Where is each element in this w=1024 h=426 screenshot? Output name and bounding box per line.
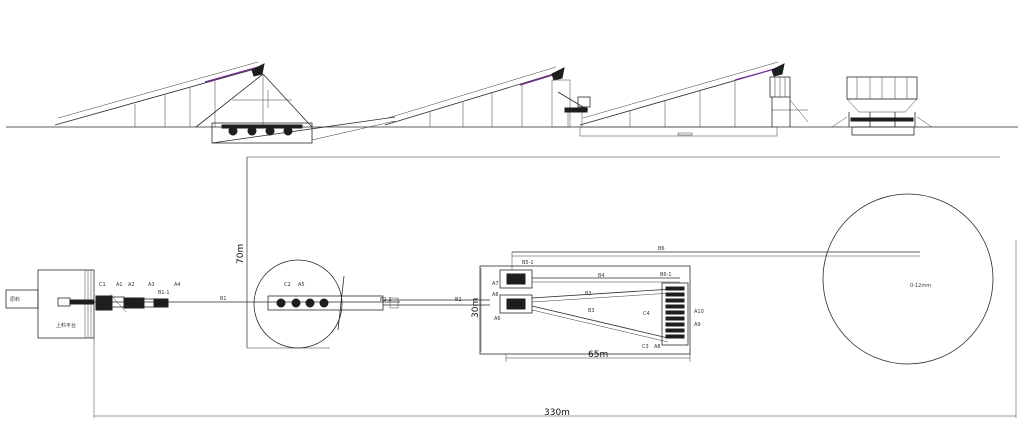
elevation-crusher-tower <box>551 79 591 128</box>
label-a2: A2 <box>128 282 135 288</box>
label-a9: A9 <box>694 322 701 328</box>
label-c4: C4 <box>643 311 650 317</box>
label-b1-1: B1-1 <box>158 290 170 296</box>
plan-view <box>5 156 1017 418</box>
elevation-conveyor-3 <box>579 61 785 137</box>
elevation-screening-tower <box>769 76 809 127</box>
raw-material-area <box>5 269 95 339</box>
elevation-stockpile-frame <box>195 73 313 128</box>
label-stockpile: 0-12mm <box>910 283 931 289</box>
label-b6: B6 <box>658 246 665 252</box>
elevation-conveyor-2 <box>384 66 565 127</box>
crushing-station <box>479 251 920 355</box>
label-a8-bottom: A8 <box>654 344 661 350</box>
label-a7: A7 <box>492 281 499 287</box>
label-a6: A6 <box>494 316 501 322</box>
primary-screen-area <box>253 259 490 349</box>
elevation-conveyor-1 <box>54 61 265 127</box>
label-b3: B3 <box>588 308 595 314</box>
label-a8-top: A8 <box>492 292 499 298</box>
label-a5: A5 <box>298 282 305 288</box>
dimension-65m: 65m <box>588 350 608 360</box>
final-stockpile-circle <box>822 193 994 365</box>
elevation-feeder-platform <box>211 116 396 144</box>
dimension-330m: 330m <box>544 408 570 418</box>
label-b6-1: B6-1 <box>660 272 672 278</box>
label-raw-material: 原料 <box>10 296 20 303</box>
label-b2: B2 <box>455 297 462 303</box>
elevation-silos <box>831 76 933 136</box>
label-c1: C1 <box>99 282 106 288</box>
label-a10: A10 <box>694 309 704 315</box>
label-b5: B3 <box>585 291 592 297</box>
dimension-30m: 30m <box>471 298 481 318</box>
label-a4: A4 <box>174 282 181 288</box>
label-hopper: 上料平台 <box>56 322 76 329</box>
label-a3: A3 <box>148 282 155 288</box>
label-c3: C3 <box>642 344 649 350</box>
label-a1: A1 <box>116 282 123 288</box>
label-b2-1: B2-1 <box>380 297 392 303</box>
dimension-lines <box>93 157 1016 418</box>
label-b4: B4 <box>598 273 605 279</box>
feeder-line <box>94 293 400 313</box>
dimension-70m: 70m <box>236 244 246 264</box>
elevation-view <box>6 61 1018 144</box>
label-b5-1: B5-1 <box>522 260 534 266</box>
label-c2: C2 <box>284 282 291 288</box>
label-b1: B1 <box>220 296 227 302</box>
